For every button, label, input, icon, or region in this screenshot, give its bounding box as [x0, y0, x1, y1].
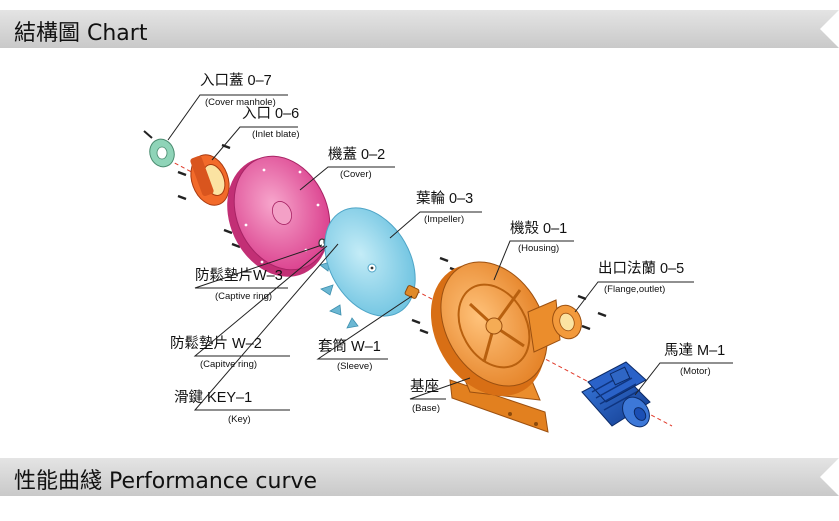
label-housing: 機殼 0–1 — [510, 220, 567, 237]
label-impeller: 葉輪 0–3 — [416, 190, 473, 207]
sub-cover: (Cover) — [340, 169, 372, 180]
cover-manhole-part — [143, 130, 175, 168]
sub-captive-ring-w3: (Captive ring) — [215, 291, 272, 302]
label-captive-ring-w2: 防鬆墊片 W–2 — [170, 335, 262, 352]
sub-motor: (Motor) — [680, 366, 711, 377]
sub-key: (Key) — [228, 414, 251, 425]
motor-part — [581, 361, 651, 428]
sleeve-part — [404, 285, 420, 299]
performance-section-title: 性能曲綫 Performance curve — [14, 469, 318, 494]
sub-sleeve: (Sleeve) — [337, 361, 372, 372]
label-flange-outlet: 出口法蘭 0–5 — [598, 260, 684, 277]
label-motor: 馬達 M–1 — [664, 342, 725, 359]
sub-cover-manhole: (Cover manhole) — [205, 97, 276, 108]
exploded-structure-diagram: 入口蓋 0–7 (Cover manhole) 入口 0–6 (Inlet bl… — [143, 72, 733, 433]
chart-section-title: 結構圖 Chart — [14, 21, 148, 46]
housing-part — [430, 261, 561, 433]
sub-impeller: (Impeller) — [424, 214, 464, 225]
banner-corner — [820, 10, 839, 48]
label-inlet: 入口 0–6 — [242, 106, 299, 122]
banner-corner — [820, 458, 839, 496]
sub-captive-ring-w2: (Capitve ring) — [200, 359, 257, 370]
sub-housing: (Housing) — [518, 243, 559, 254]
performance-section-banner: 性能曲綫 Performance curve — [0, 458, 839, 496]
label-cover: 機蓋 0–2 — [328, 146, 385, 163]
label-sleeve: 套筒 W–1 — [318, 338, 381, 355]
chart-section-banner: 結構圖 Chart — [0, 10, 839, 48]
label-base: 基座 — [410, 378, 439, 395]
impeller-part — [319, 207, 416, 329]
label-cover-manhole: 入口蓋 0–7 — [200, 72, 272, 89]
sub-base: (Base) — [412, 403, 440, 414]
sub-flange-outlet: (Flange,outlet) — [604, 284, 665, 295]
part-labels: 入口蓋 0–7 (Cover manhole) 入口 0–6 (Inlet bl… — [170, 72, 725, 425]
sub-inlet: (Inlet blate) — [252, 129, 300, 140]
leader-lines — [167, 94, 733, 411]
inlet-part — [190, 154, 230, 206]
label-captive-ring-w3: 防鬆墊片W–3 — [195, 267, 283, 284]
label-key: 滑鍵 KEY–1 — [174, 389, 252, 406]
flange-outlet-part — [552, 304, 582, 340]
